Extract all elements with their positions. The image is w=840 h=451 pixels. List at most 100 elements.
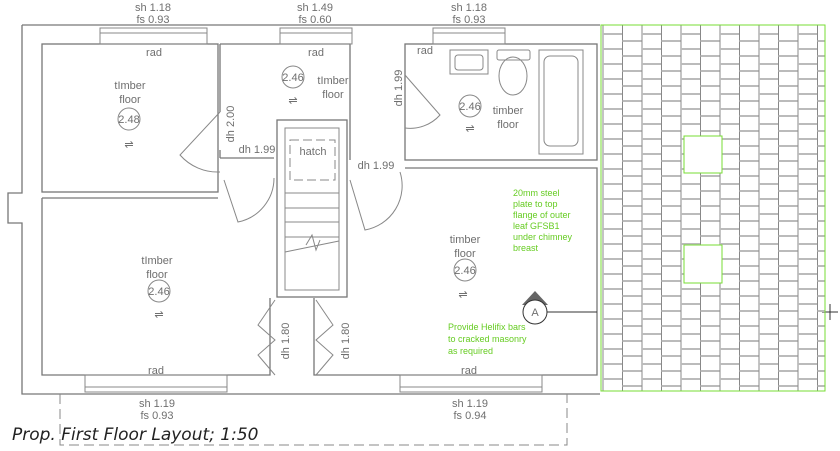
roof-tile-course [603, 348, 623, 350]
svg-text:2.46: 2.46 [459, 101, 480, 113]
roof-tile-course [798, 303, 818, 305]
roof-tile-course [778, 385, 798, 387]
roof-tile-course [622, 340, 642, 342]
section-marker[interactable]: A [522, 291, 597, 325]
roof-tile-course [681, 243, 701, 245]
roof-tile-course [642, 213, 662, 215]
roof-tile-course [759, 288, 779, 290]
structural-notes: 20mm steel plate to top flange of outer … [448, 188, 573, 356]
roof-tile-course [720, 33, 740, 35]
roof-tile-course [720, 318, 740, 320]
svg-text:2.46: 2.46 [282, 72, 303, 84]
roof-tile-course [817, 40, 825, 42]
roof-tile-course [817, 235, 825, 237]
roof-tile-course [603, 228, 623, 230]
svg-text:plate to top: plate to top [513, 199, 558, 209]
roof-tile-course [739, 280, 759, 282]
roof-tile-course [798, 183, 818, 185]
roof-tile-course [661, 130, 681, 132]
roof-tile-course [681, 348, 701, 350]
roof-tile-course [642, 138, 662, 140]
roof-tile-course [739, 295, 759, 297]
roof-tile-course [622, 55, 642, 57]
roof-tile-course [778, 160, 798, 162]
roof-tile-course [739, 265, 759, 267]
roof-tile-course [798, 318, 818, 320]
svg-text:Provide Helifix bars: Provide Helifix bars [448, 322, 526, 332]
roof-tile-course [759, 48, 779, 50]
roof-tile-course [720, 93, 740, 95]
roof-tile-course [661, 355, 681, 357]
roof-tile-course [700, 40, 720, 42]
roof-tile-course [603, 33, 623, 35]
svg-text:2.46: 2.46 [454, 265, 475, 277]
roof-tile-course [661, 220, 681, 222]
roof-tile-course [798, 168, 818, 170]
roof-tile-course [720, 168, 740, 170]
roof-tile-course [681, 63, 701, 65]
roof-tile-course [700, 70, 720, 72]
roof-tile-course [759, 138, 779, 140]
roof-tile-course [798, 288, 818, 290]
roof-tile-course [661, 40, 681, 42]
roof-tile-course [661, 385, 681, 387]
roof-tile-course [603, 93, 623, 95]
roof-tile-course [778, 295, 798, 297]
svg-text:floor: floor [497, 119, 519, 131]
roof-tile-course [720, 258, 740, 260]
svg-text:rad: rad [148, 365, 164, 377]
roof-tile-course [622, 325, 642, 327]
svg-text:dh 1.99: dh 1.99 [393, 70, 405, 107]
roof-tile-course [739, 385, 759, 387]
roof-tile-course [739, 85, 759, 87]
roof-tile-course [603, 363, 623, 365]
svg-text:to cracked masonry: to cracked masonry [448, 334, 527, 344]
roof-tile-course [798, 258, 818, 260]
roof-tile-course [700, 325, 720, 327]
roof-tile-course [778, 235, 798, 237]
roof-tile-course [720, 108, 740, 110]
roof-tile-course [622, 220, 642, 222]
roof-tile-course [720, 183, 740, 185]
windows [84, 27, 543, 393]
roof-tile-course [739, 205, 759, 207]
roof-tile-course [778, 70, 798, 72]
svg-text:tImber: tImber [317, 75, 349, 87]
roof-tile-course [603, 243, 623, 245]
svg-text:rad: rad [308, 47, 324, 59]
roof-tile-course [661, 295, 681, 297]
roof-tile-course [681, 213, 701, 215]
window-floor-sill: fs 0.93 [136, 14, 169, 26]
roof-tile-course [798, 213, 818, 215]
roof-tile-course [681, 198, 701, 200]
roof-tile-course [720, 213, 740, 215]
roof-tile-course [759, 153, 779, 155]
roof-tile-course [661, 265, 681, 267]
roof-tile-course [720, 198, 740, 200]
staircase [276, 119, 348, 298]
roof-tile-course [817, 160, 825, 162]
roof-tile-course [700, 355, 720, 357]
roof-tile-course [720, 333, 740, 335]
roof-tile-course [681, 33, 701, 35]
rooflight-2 [683, 244, 723, 284]
roof-tile-course [700, 190, 720, 192]
doors [179, 74, 441, 376]
roof-tile-course [700, 100, 720, 102]
roof-tile-course [739, 220, 759, 222]
roof-tile-course [642, 183, 662, 185]
roof-tile-course [798, 33, 818, 35]
roof-tile-course [603, 168, 623, 170]
roof-tile-course [700, 310, 720, 312]
wc-pan [498, 56, 528, 96]
roof-tile-course [603, 318, 623, 320]
roof-tiles [602, 25, 825, 391]
roof-tile-course [759, 183, 779, 185]
loft-hatch [289, 139, 336, 181]
roof-tile-course [778, 265, 798, 267]
roof-tile-course [622, 115, 642, 117]
roof-tile-course [700, 55, 720, 57]
window-sill-height: sh 1.19 [452, 398, 488, 410]
roof-tile-course [622, 355, 642, 357]
svg-text:2.46: 2.46 [148, 286, 169, 298]
